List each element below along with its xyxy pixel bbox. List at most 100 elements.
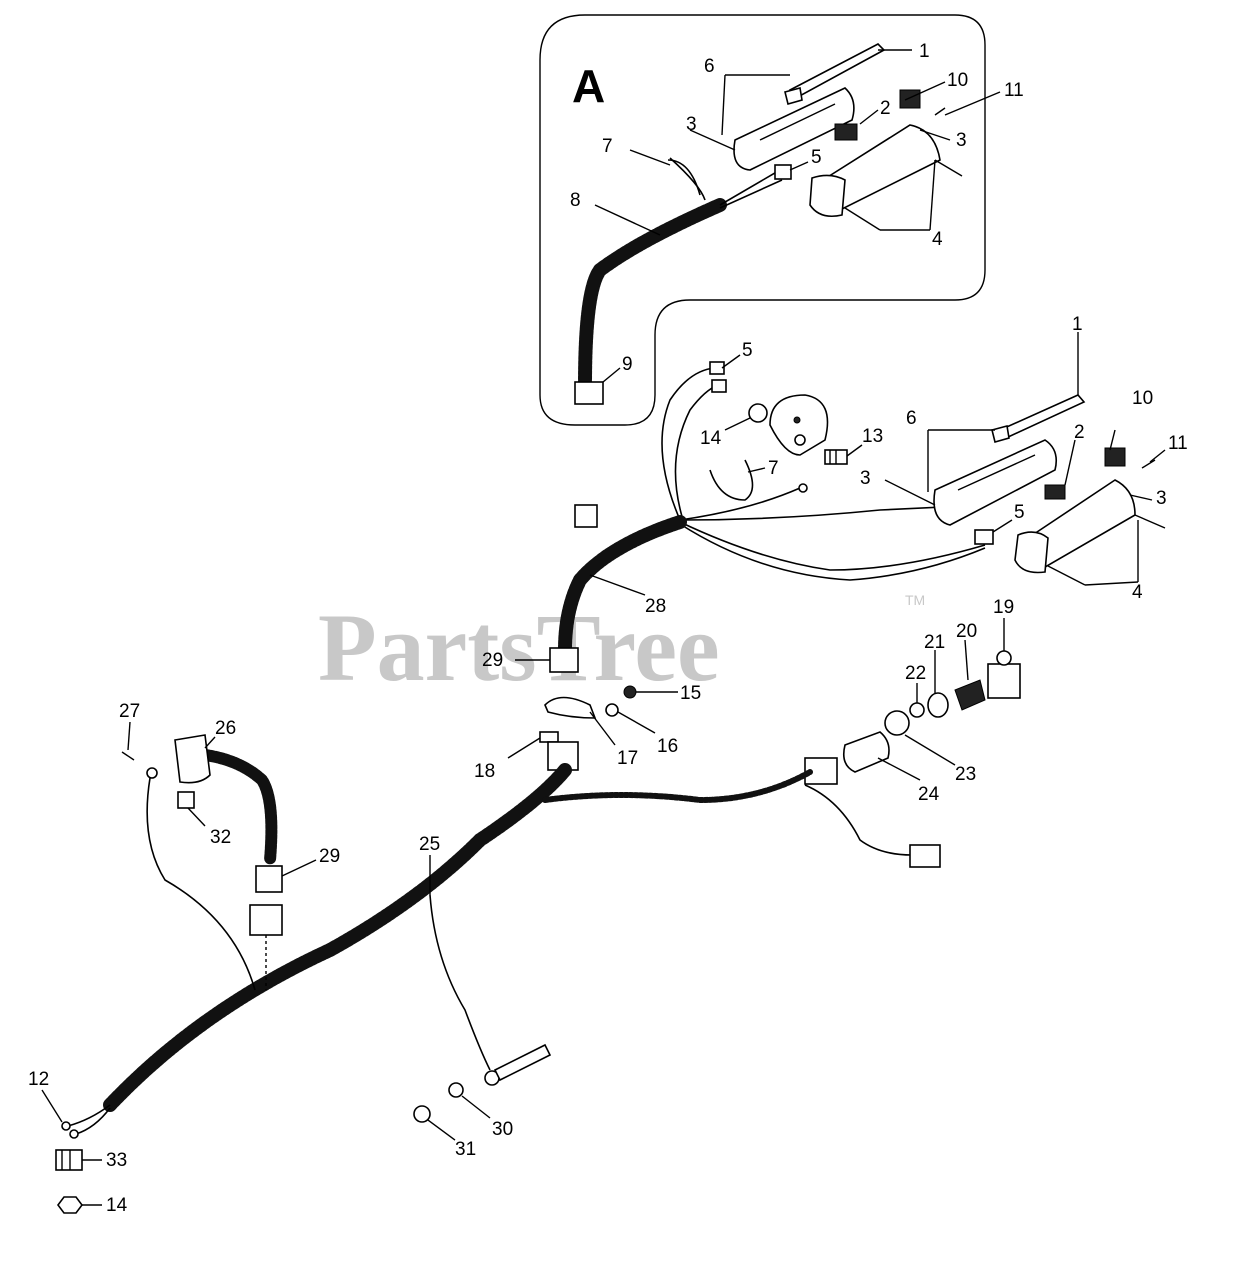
callout-2: 2: [880, 98, 891, 119]
callout-14: 14: [106, 1195, 128, 1216]
nut-14-upper: [748, 403, 768, 423]
pin-11: [1141, 459, 1156, 469]
inset-clip: [899, 89, 921, 109]
key-tag-19: [987, 663, 1021, 699]
ground-bolt: [493, 1043, 552, 1082]
sender-33: [55, 1149, 83, 1171]
callout-4: 4: [1132, 582, 1143, 603]
callout-15: 15: [680, 683, 701, 704]
callout-16: 16: [657, 736, 678, 757]
callout-1: 1: [1072, 314, 1083, 335]
callout-27: 27: [119, 701, 140, 722]
harness-25: [103, 763, 572, 1112]
callout-26: 26: [215, 718, 236, 739]
inset-screw-1: [934, 159, 963, 177]
callout-23: 23: [955, 764, 976, 785]
harness-28: [558, 515, 687, 657]
callout-18: 18: [474, 761, 495, 782]
callout-6: 6: [704, 56, 715, 77]
callout-25: 25: [419, 834, 440, 855]
inset-handle-right: [809, 124, 941, 218]
callout-22: 22: [905, 663, 926, 684]
inset-screw-2: [844, 207, 881, 231]
callout-32: 32: [210, 827, 231, 848]
ground-wire: [429, 894, 491, 1071]
callout-8: 8: [570, 190, 581, 211]
callout-17: 17: [617, 748, 638, 769]
callout-4: 4: [932, 229, 943, 250]
callout-20: 20: [956, 621, 977, 642]
inset-pin: [934, 107, 946, 116]
callout-28: 28: [645, 596, 666, 617]
callout-29: 29: [319, 846, 340, 867]
screw-4b: [1047, 565, 1086, 586]
connector-29-left: [255, 865, 283, 893]
callout-19: 19: [993, 597, 1014, 618]
callout-11: 11: [1004, 80, 1024, 101]
callout-21: 21: [924, 632, 945, 653]
connector-harness-end: [909, 844, 941, 868]
callout-3: 3: [1156, 488, 1167, 509]
screw-4a: [1134, 514, 1166, 529]
callout-11: 11: [1168, 433, 1188, 454]
relay-26: [174, 734, 211, 784]
callout-5: 5: [811, 147, 822, 168]
callout-5: 5: [742, 340, 753, 361]
mounting-plate: [769, 394, 829, 456]
callout-30: 30: [492, 1119, 513, 1140]
callout-9: 9: [622, 354, 633, 375]
grip-bar-1: [991, 394, 1086, 443]
ring-22: [909, 702, 925, 718]
sensor-13: [824, 449, 848, 465]
handle-left-3: [933, 439, 1058, 526]
callout-3: 3: [956, 130, 967, 151]
callout-6: 6: [906, 408, 917, 429]
callout-1: 1: [919, 41, 930, 62]
washer-16: [605, 703, 619, 717]
inset-connector-9: [574, 381, 604, 405]
inset-a-outline: [539, 14, 986, 426]
key-switch-24: [804, 731, 890, 785]
inset-letter: A: [572, 60, 605, 112]
nut-21: [927, 692, 949, 718]
callout-31: 31: [455, 1139, 476, 1160]
connector-29-upper: [549, 647, 579, 673]
callout-10: 10: [947, 70, 968, 91]
inset-harness-8: [578, 198, 727, 392]
watermark-trademark: TM: [905, 592, 925, 608]
inset-switch: [834, 123, 858, 141]
inset-wire-7: [667, 159, 701, 196]
watermark-text: PartsTree: [318, 594, 720, 701]
callout-3: 3: [860, 468, 871, 489]
callout-10: 10: [1132, 388, 1153, 409]
screw-27: [121, 751, 135, 761]
harness-26: [199, 749, 278, 866]
bolt-18: [539, 731, 559, 743]
washer-30: [448, 1082, 464, 1098]
lock-washer-23: [884, 710, 910, 736]
callout-33: 33: [106, 1150, 127, 1171]
callout-29: 29: [482, 650, 503, 671]
inset-handle-left: [733, 87, 855, 171]
callout-5: 5: [1014, 502, 1025, 523]
handle-right-3: [1014, 479, 1136, 574]
wire-5-upper: [661, 367, 716, 521]
callout-12: 12: [28, 1069, 49, 1090]
connector-29-mate: [249, 904, 283, 936]
callout-2: 2: [1074, 422, 1085, 443]
wire-7-upper: [709, 459, 754, 501]
nut-31: [413, 1105, 431, 1123]
nut-14-lower: [57, 1196, 83, 1214]
key-20: [954, 679, 986, 711]
callout-3: 3: [686, 114, 697, 135]
bracket-32: [177, 791, 195, 809]
connector-28: [574, 504, 598, 528]
callout-7: 7: [602, 136, 613, 157]
callout-24: 24: [918, 784, 940, 805]
callout-14: 14: [700, 428, 722, 449]
nut-15: [623, 685, 637, 699]
callout-13: 13: [862, 426, 883, 447]
switch-2: [1044, 484, 1066, 500]
